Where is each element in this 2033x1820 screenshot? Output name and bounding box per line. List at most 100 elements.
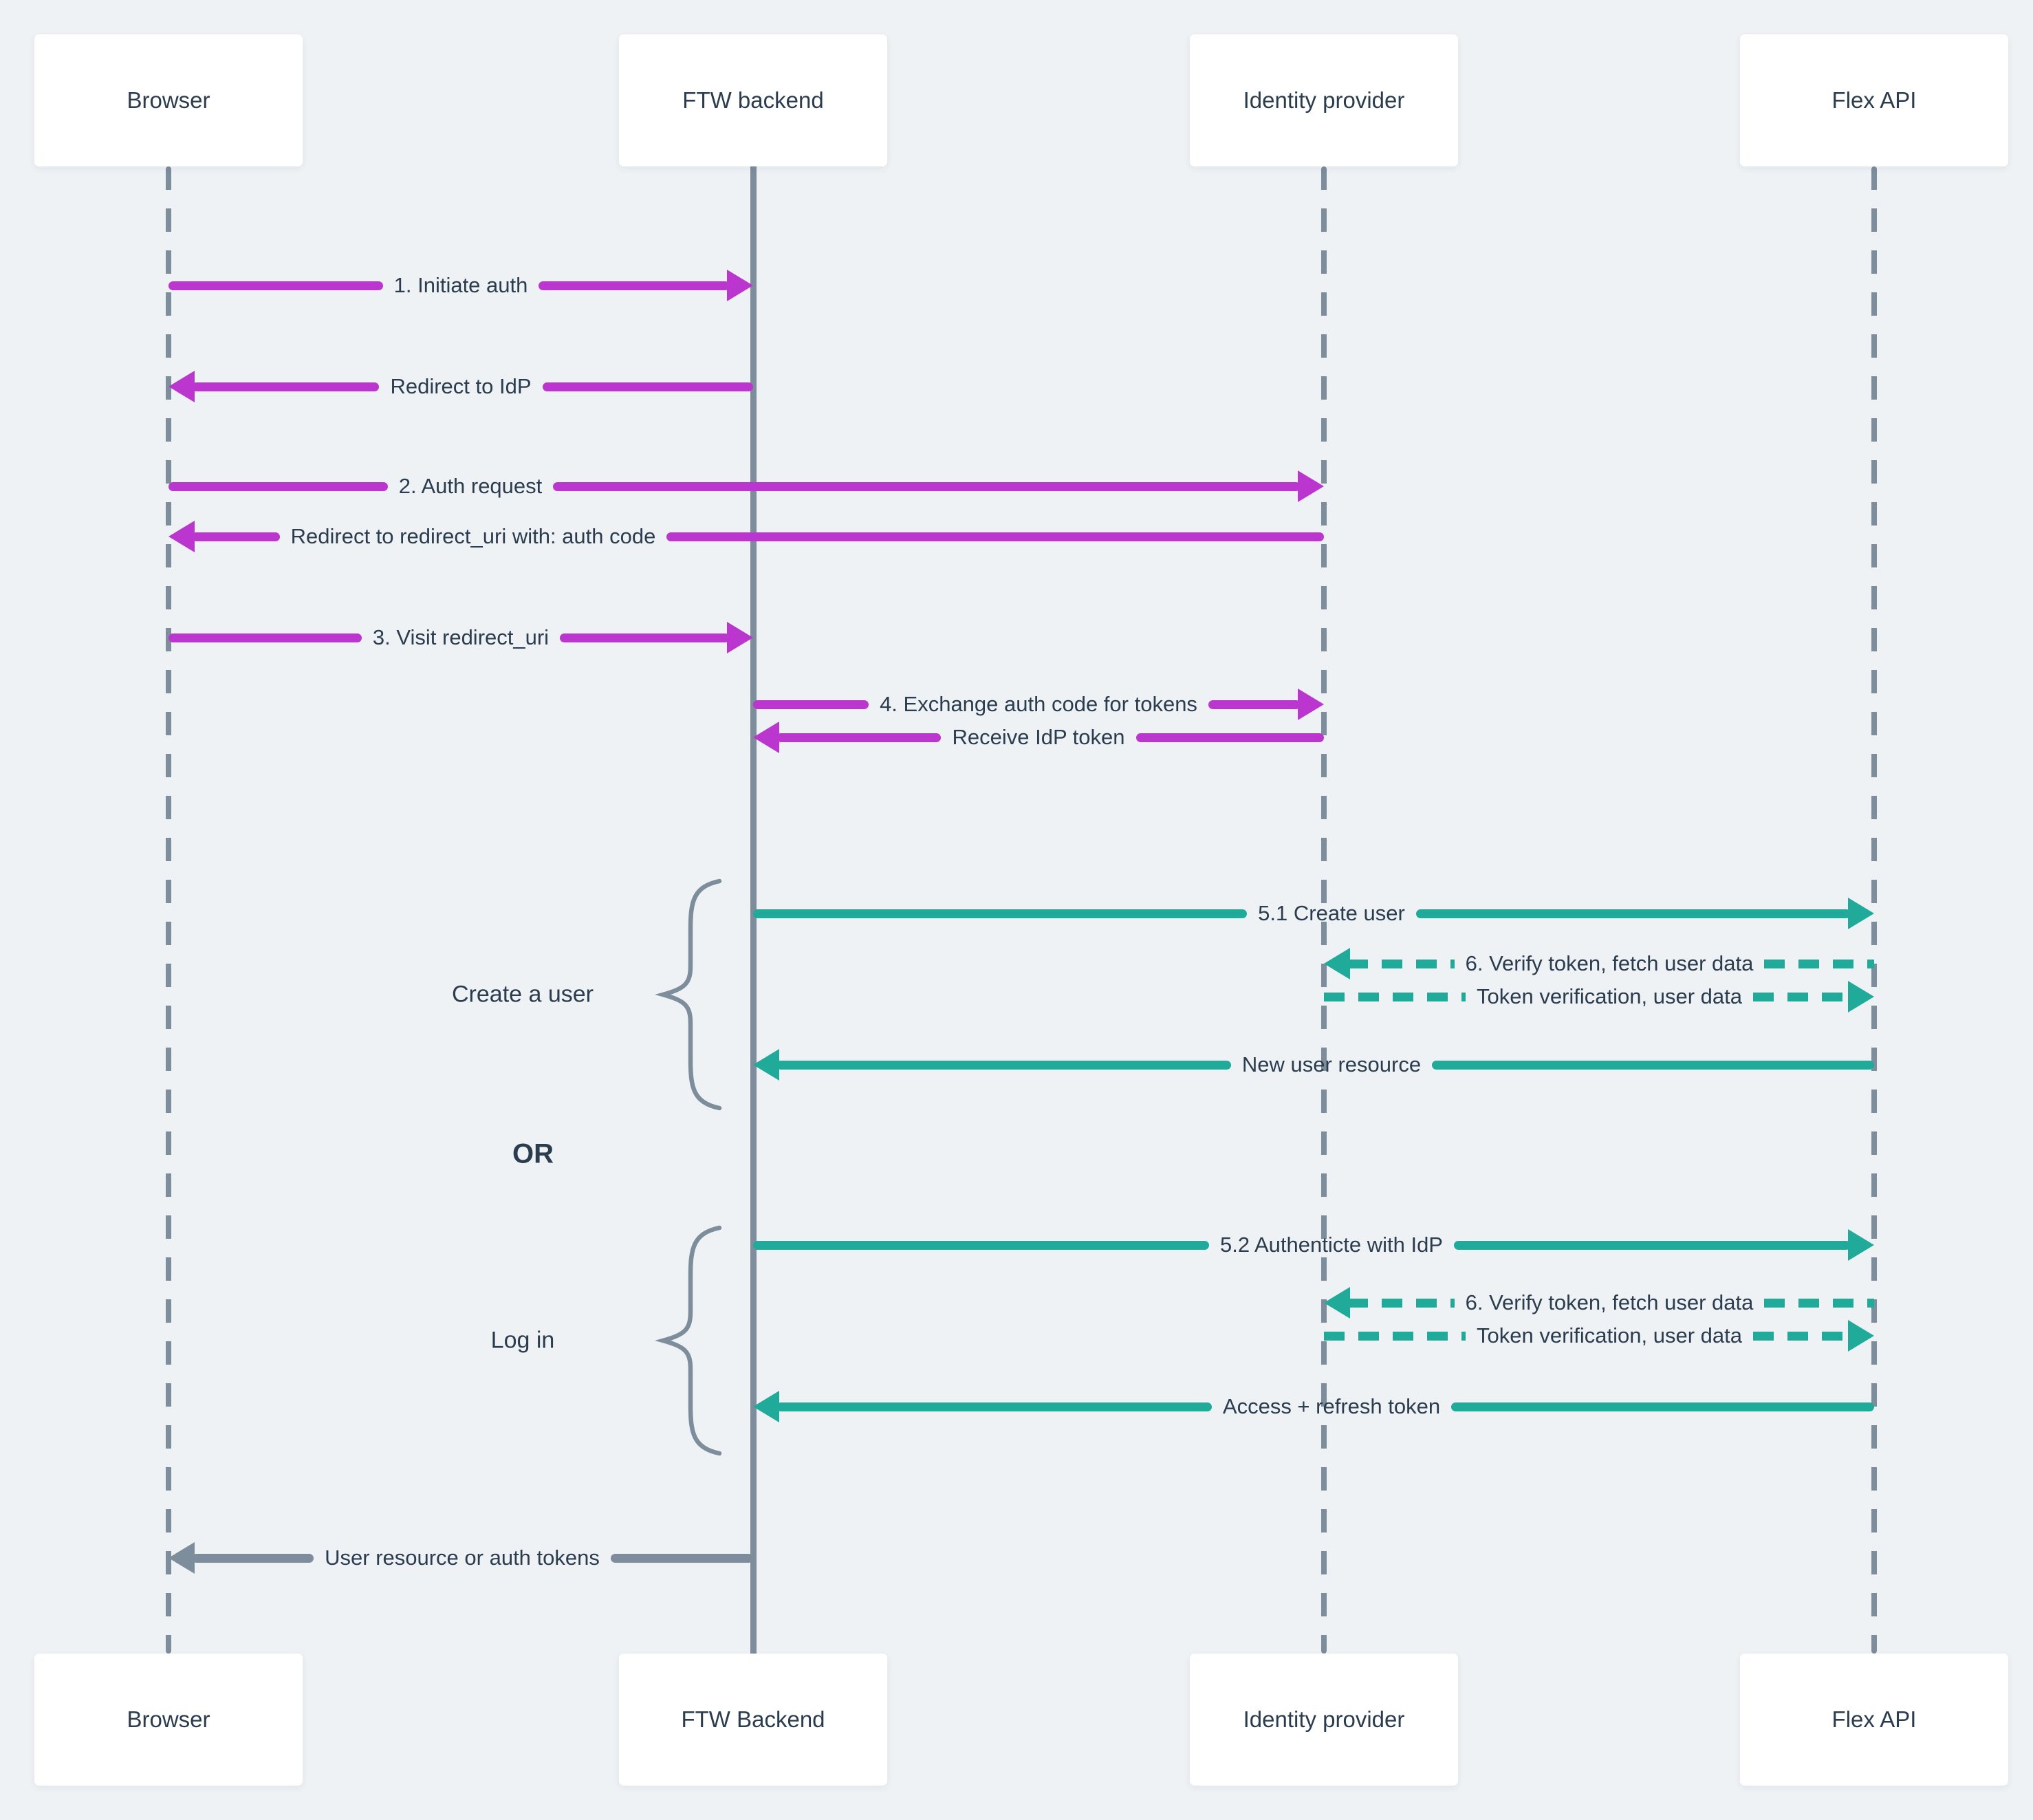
message-arrow: 5.2 Authenticte with IdP xyxy=(753,1224,1874,1266)
message-line xyxy=(1208,700,1301,709)
message-arrow: 5.1 Create user xyxy=(753,893,1874,934)
group-brace xyxy=(653,1225,722,1456)
participant-label: Browser xyxy=(127,87,210,113)
message-line xyxy=(539,281,730,290)
message-line-dashed xyxy=(1347,959,1455,968)
message-label: 6. Verify token, fetch user data xyxy=(1465,1290,1754,1314)
message-arrow: User resource or auth tokens xyxy=(168,1537,753,1579)
participant-box-bottom-flex-api: Flex API xyxy=(1740,1654,2008,1786)
message-line xyxy=(776,733,942,742)
arrowhead-icon xyxy=(168,521,195,552)
participant-label: Flex API xyxy=(1831,87,1917,113)
participant-box-top-identity-provider: Identity provider xyxy=(1190,34,1458,166)
group-brace xyxy=(653,878,722,1111)
participant-box-bottom-ftw-backend: FTW Backend xyxy=(619,1654,887,1786)
message-line xyxy=(776,1402,1212,1411)
participant-box-top-browser: Browser xyxy=(34,34,303,166)
message-line xyxy=(666,532,1324,541)
arrowhead-icon xyxy=(168,1542,195,1574)
arrowhead-icon xyxy=(1324,1287,1350,1319)
lifeline-browser xyxy=(166,166,171,1654)
message-line xyxy=(610,1553,753,1563)
message-label: 2. Auth request xyxy=(398,473,543,498)
message-line-dashed xyxy=(1753,992,1851,1001)
curly-brace-icon xyxy=(655,878,722,1111)
message-line xyxy=(560,633,730,642)
message-arrow: 4. Exchange auth code for tokens xyxy=(753,684,1324,725)
message-label: Redirect to IdP xyxy=(390,373,532,398)
message-arrow: Access + refresh token xyxy=(753,1386,1874,1427)
curly-brace-icon xyxy=(655,1225,722,1456)
arrowhead-icon xyxy=(727,622,753,653)
lifeline-ftw-backend xyxy=(750,166,757,1654)
message-line xyxy=(753,700,869,709)
message-arrow: 6. Verify token, fetch user data xyxy=(1324,943,1874,984)
message-line xyxy=(192,532,280,541)
participant-box-bottom-browser: Browser xyxy=(34,1654,303,1786)
message-line xyxy=(776,1060,1231,1070)
lifeline-identity-provider xyxy=(1321,166,1327,1654)
participant-box-top-ftw-backend: FTW backend xyxy=(619,34,887,166)
message-line xyxy=(753,1240,1209,1250)
message-arrow: Receive IdP token xyxy=(753,717,1324,758)
message-line xyxy=(168,481,388,491)
arrowhead-icon xyxy=(1848,898,1874,929)
message-label: 5.2 Authenticte with IdP xyxy=(1220,1232,1443,1257)
message-label: Access + refresh token xyxy=(1222,1394,1441,1418)
message-line xyxy=(192,382,380,391)
message-line xyxy=(553,481,1301,491)
message-line-dashed xyxy=(1324,992,1466,1001)
participant-box-bottom-identity-provider: Identity provider xyxy=(1190,1654,1458,1786)
arrowhead-icon xyxy=(1298,470,1324,502)
message-arrow: Redirect to redirect_uri with: auth code xyxy=(168,516,1324,557)
participant-box-top-flex-api: Flex API xyxy=(1740,34,2008,166)
message-line xyxy=(1432,1060,1874,1070)
message-arrow: New user resource xyxy=(753,1044,1874,1085)
message-label: 4. Exchange auth code for tokens xyxy=(880,691,1197,716)
arrowhead-icon xyxy=(1848,1229,1874,1261)
message-line xyxy=(192,1553,314,1563)
participant-label: Identity provider xyxy=(1243,87,1405,113)
group-label: Log in xyxy=(490,1327,555,1354)
participant-label: FTW backend xyxy=(682,87,824,113)
or-label: OR xyxy=(512,1138,554,1169)
message-arrow: Token verification, user data xyxy=(1324,976,1874,1017)
arrowhead-icon xyxy=(753,1391,779,1422)
message-line xyxy=(753,909,1248,918)
message-line-dashed xyxy=(1324,1331,1466,1341)
message-label: New user resource xyxy=(1241,1052,1422,1076)
message-arrow: Token verification, user data xyxy=(1324,1315,1874,1356)
message-arrow: 1. Initiate auth xyxy=(168,265,753,306)
message-label: Redirect to redirect_uri with: auth code xyxy=(290,523,656,548)
lifeline-flex-api xyxy=(1871,166,1877,1654)
message-label: User resource or auth tokens xyxy=(325,1545,600,1570)
message-line-dashed xyxy=(1347,1298,1455,1308)
arrowhead-icon xyxy=(753,722,779,753)
message-line xyxy=(1454,1240,1851,1250)
message-line xyxy=(168,633,362,642)
message-label: 6. Verify token, fetch user data xyxy=(1465,951,1754,975)
arrowhead-icon xyxy=(168,371,195,402)
participant-label: Flex API xyxy=(1831,1707,1917,1732)
message-label: 1. Initiate auth xyxy=(393,272,528,297)
message-line xyxy=(1135,733,1324,742)
arrowhead-icon xyxy=(1848,981,1874,1012)
message-line xyxy=(1451,1402,1874,1411)
message-label: Token verification, user data xyxy=(1477,1323,1742,1347)
arrowhead-icon xyxy=(1848,1320,1874,1352)
message-line xyxy=(542,382,753,391)
participant-label: Identity provider xyxy=(1243,1707,1405,1732)
message-label: 3. Visit redirect_uri xyxy=(372,625,550,649)
arrowhead-icon xyxy=(1298,689,1324,720)
message-arrow: Redirect to IdP xyxy=(168,366,753,407)
message-line-dashed xyxy=(1764,959,1874,968)
arrowhead-icon xyxy=(1324,948,1350,979)
group-label: Create a user xyxy=(452,981,594,1008)
message-label: Token verification, user data xyxy=(1477,984,1742,1008)
message-arrow: 3. Visit redirect_uri xyxy=(168,617,753,658)
message-arrow: 2. Auth request xyxy=(168,466,1324,507)
message-label: 5.1 Create user xyxy=(1258,900,1405,925)
arrowhead-icon xyxy=(753,1049,779,1081)
arrowhead-icon xyxy=(727,270,753,301)
